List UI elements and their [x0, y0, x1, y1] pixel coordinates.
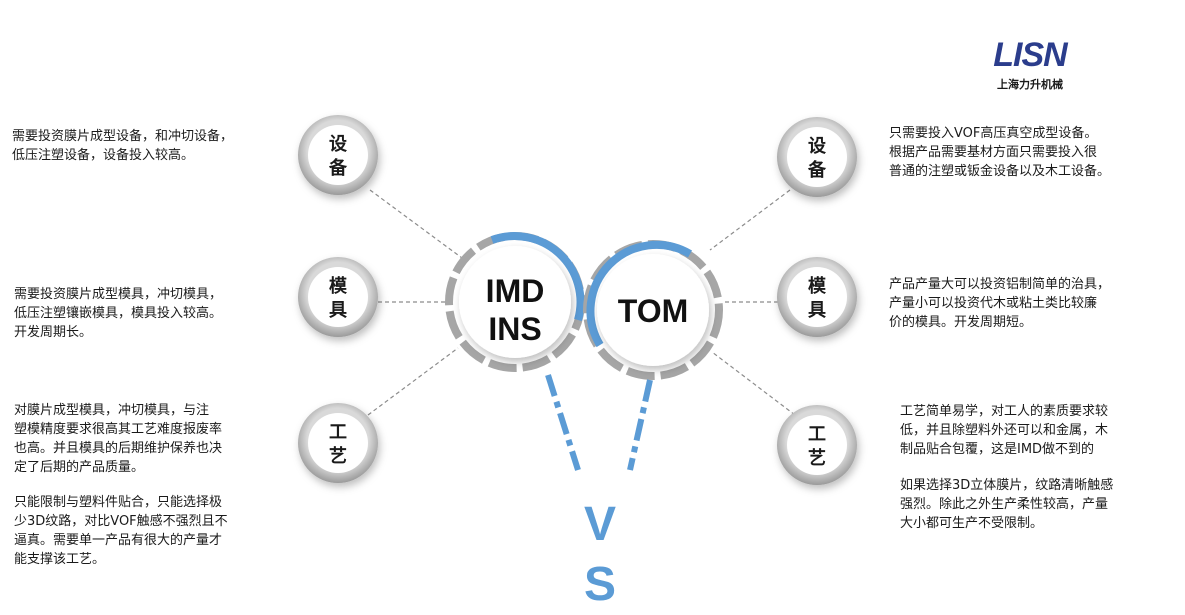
connector-lines	[367, 189, 796, 416]
node-char-1: 工	[329, 422, 347, 443]
node-char-2: 备	[328, 157, 348, 179]
connector-right-equipment	[709, 189, 791, 251]
imd-label: IMD	[486, 273, 545, 309]
left-equipment-text: 需要投资膜片成型设备，和冲切设备， 低压注塑设备，设备投入较高。	[12, 129, 234, 163]
connector-right-process	[711, 351, 796, 416]
node-left-mold: 模 具	[298, 257, 378, 337]
node-char-2: 备	[807, 159, 827, 181]
tom-circle: TOM	[583, 240, 723, 380]
node-left-process: 工 艺	[298, 403, 378, 483]
node-char-1: 设	[329, 134, 347, 155]
right-process-text-1: 工艺简单易学，对工人的素质要求较 低，并且除塑料外还可以和金属，木 制品贴合包覆…	[900, 404, 1109, 457]
company-logo: LISN 上海力升机械	[985, 38, 1075, 92]
node-char-2: 具	[329, 300, 347, 321]
node-right-process: 工 艺	[777, 405, 857, 485]
node-char-1: 工	[808, 424, 826, 445]
vs-v-letter: V	[584, 498, 616, 551]
vs-mark: V S	[545, 374, 653, 611]
right-process-text-2: 如果选择3D立体膜片，纹路清晰触感 强烈。除此之外生产柔性较高，产量 大小都可生…	[900, 478, 1114, 531]
connector-left-process	[367, 347, 459, 416]
node-char-1: 模	[329, 275, 348, 297]
logo-mark: LISN	[993, 36, 1067, 74]
left-process-text-2: 只能限制与塑料件贴合，只能选择极 少3D纹路，对比VOF触感不强烈且不 逼真。需…	[14, 495, 228, 567]
connector-left-equipment	[369, 189, 463, 259]
node-left-equipment: 设 备	[298, 115, 378, 195]
imd-ins-circle: IMD INS	[445, 232, 585, 372]
vs-s-letter: S	[584, 558, 616, 611]
right-mold-text: 产品产量大可以投资铝制简单的治具， 产量小可以投资代木或粘土类比较廉 价的模具。…	[889, 277, 1111, 330]
node-right-equipment: 设 备	[777, 117, 857, 197]
node-char-2: 艺	[329, 445, 347, 467]
node-char-1: 模	[808, 275, 827, 297]
left-process-text-1: 对膜片成型模具，冲切模具，与注 塑模精度要求很高其工艺难度报废率 也高。并且模具…	[14, 403, 223, 475]
tom-label: TOM	[618, 293, 689, 329]
node-char-2: 具	[808, 300, 826, 321]
node-char-1: 设	[808, 136, 826, 157]
node-char-2: 艺	[808, 447, 826, 469]
node-right-mold: 模 具	[777, 257, 857, 337]
left-mold-text: 需要投资膜片成型模具，冲切模具， 低压注塑镶嵌模具，模具投入较高。 开发周期长。	[14, 287, 223, 340]
right-equipment-text: 只需要投入VOF高压真空成型设备。 根据产品需要基材方面只需要投入很 普通的注塑…	[889, 126, 1111, 179]
ins-label: INS	[488, 311, 541, 347]
company-name: 上海力升机械	[997, 78, 1063, 91]
